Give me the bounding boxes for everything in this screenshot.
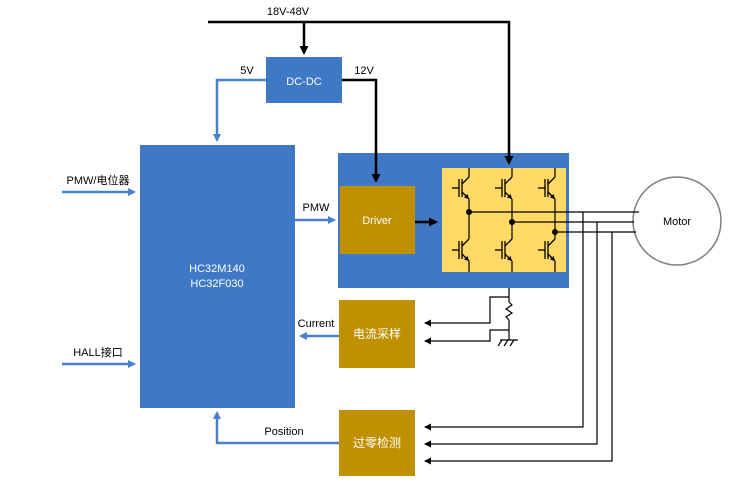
supply-line (208, 20, 514, 165)
dcdc-label: DC-DC (286, 76, 321, 88)
current-sample-block (339, 300, 415, 368)
current-label: Current (298, 318, 335, 330)
zero-cross-block (339, 410, 415, 476)
supply-voltage-label: 18V-48V (267, 6, 310, 18)
mcu-label-2: HC32F030 (190, 278, 243, 290)
mcu-block (140, 145, 295, 408)
zero-cross-sense-lines (424, 212, 613, 465)
line-12v (342, 78, 381, 183)
driver-label: Driver (362, 215, 392, 227)
dcdc-block (266, 57, 342, 103)
zero-cross-label: 过零检测 (353, 435, 401, 450)
current-sense-wiring (424, 288, 518, 347)
label-12v: 12V (354, 65, 374, 77)
position-arrow (213, 411, 339, 445)
position-label: Position (264, 426, 303, 438)
line-5v (213, 78, 266, 142)
motor-label: Motor (663, 216, 691, 228)
mcu-label-1: HC32M140 (189, 263, 245, 275)
label-5v: 5V (240, 65, 254, 77)
pmw-input-label: PMW/电位器 (67, 173, 130, 187)
hall-input-label: HALL接口 (73, 346, 123, 359)
pmw-out-label: PMW (303, 202, 331, 214)
phase-lines (469, 211, 639, 233)
current-sample-label: 电流采样 (353, 326, 401, 341)
motor-circle (632, 176, 722, 266)
driver-block (340, 186, 415, 254)
